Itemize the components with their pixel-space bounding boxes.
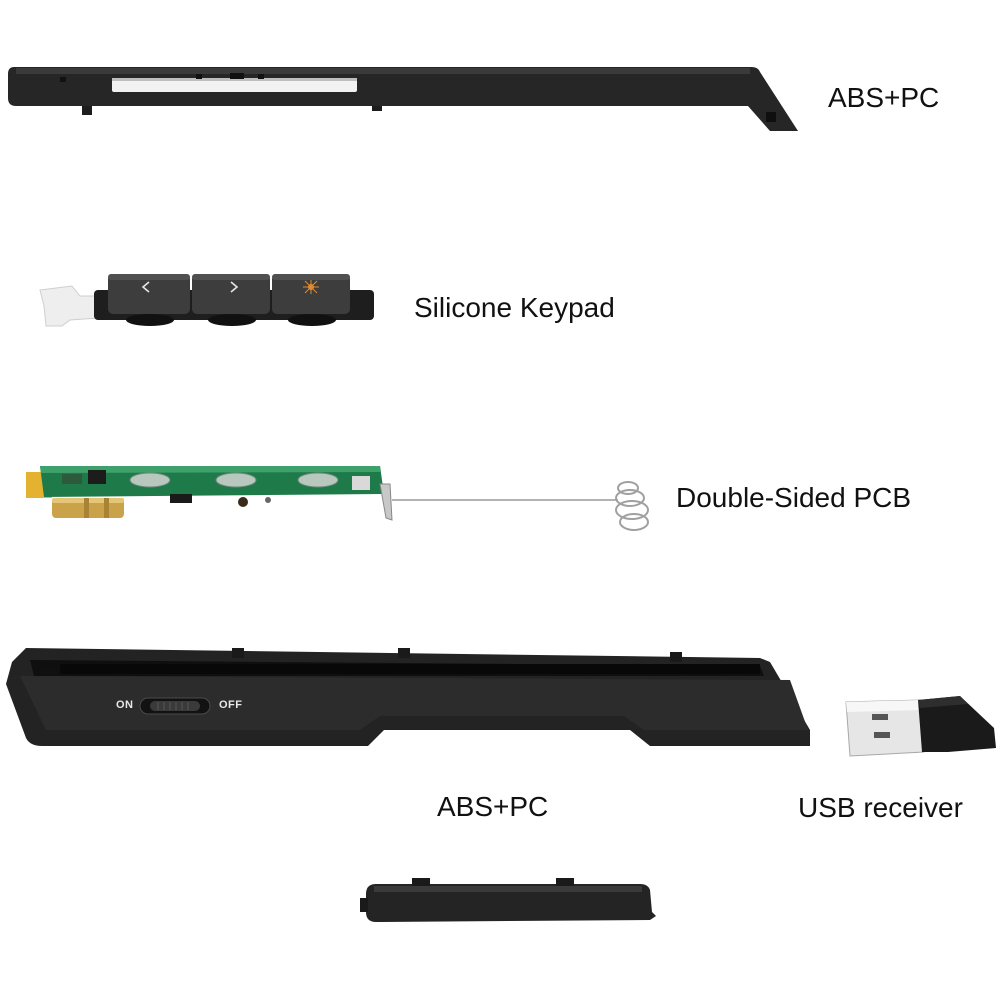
laser-star-icon xyxy=(303,280,319,294)
pcb-board xyxy=(26,466,384,507)
laser-module xyxy=(52,498,124,518)
bottom-case-shape xyxy=(6,648,810,746)
label-usb-receiver: USB receiver xyxy=(798,792,963,823)
label-double-sided-pcb: Double-Sided PCB xyxy=(676,482,912,513)
label-silicone-keypad: Silicone Keypad xyxy=(414,292,615,323)
label-top-cover-material: ABS+PC xyxy=(828,82,940,113)
top-cover-shape xyxy=(8,67,798,131)
battery-door-shape xyxy=(360,878,656,922)
usb-receiver-shape xyxy=(845,696,996,757)
chevron-right-icon xyxy=(230,281,239,293)
label-bottom-case-material: ABS+PC xyxy=(437,791,549,822)
power-switch[interactable] xyxy=(139,697,211,715)
switch-off-label: OFF xyxy=(219,699,243,711)
battery-spring-contact xyxy=(379,481,649,531)
keypad-shape xyxy=(39,274,374,327)
switch-on-label: ON xyxy=(116,699,134,711)
chevron-left-icon xyxy=(141,281,150,293)
